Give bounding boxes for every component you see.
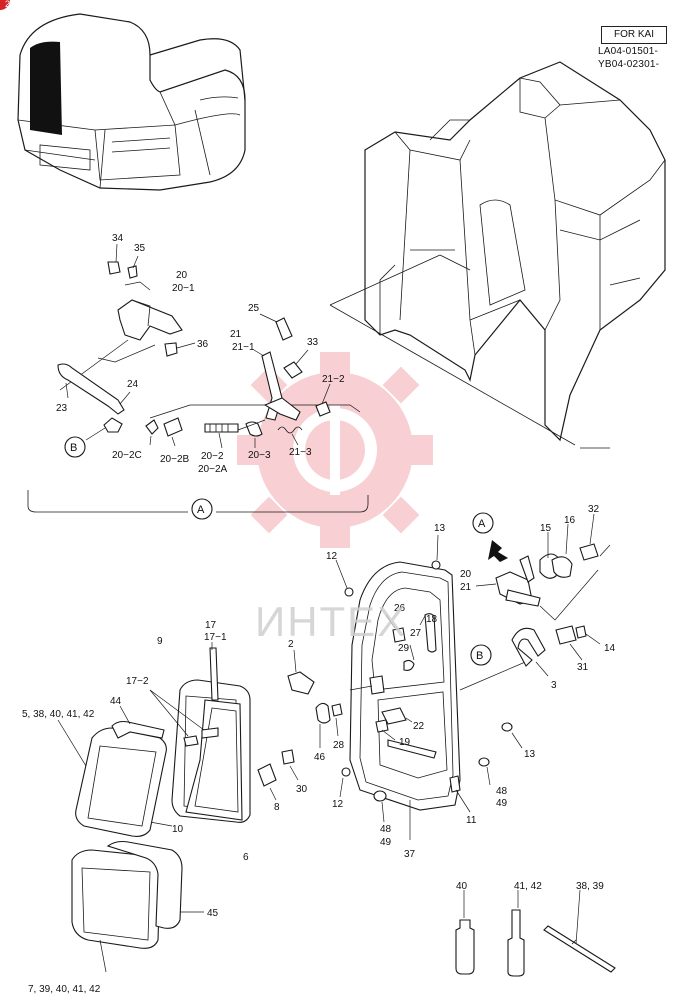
callout-21-right: 21 <box>460 582 472 593</box>
door-latch <box>475 513 611 621</box>
callout-24: 24 <box>127 379 139 390</box>
callout-41-42: 41, 42 <box>514 881 542 892</box>
callout-21-2: 21−2 <box>322 374 345 385</box>
callout-25: 25 <box>248 303 260 314</box>
callout-26: 26 <box>394 603 406 614</box>
callout-44: 44 <box>110 696 122 707</box>
callout-8: 8 <box>274 802 280 813</box>
callout-22: 22 <box>413 721 425 732</box>
callout-10: 10 <box>172 824 184 835</box>
callout-6: 6 <box>243 852 249 863</box>
reference-mark-a-right <box>472 512 494 534</box>
callout-18: 18 <box>426 614 438 625</box>
window-parts <box>57 642 251 973</box>
callout-5-group: 5, 38, 40, 41, 42 <box>22 709 95 720</box>
callout-49-bottom: 49 <box>380 837 392 848</box>
reference-label-b-right: B <box>476 650 483 662</box>
reference-label-b-left: B <box>70 442 77 454</box>
reference-label-a-top: A <box>197 504 205 516</box>
callout-16: 16 <box>564 515 576 526</box>
callout-17-2: 17−2 <box>126 676 149 687</box>
callout-labels: 34 35 20 20−1 36 23 24 B 20−2C 20−2B 20−… <box>22 233 616 995</box>
callout-48-bottom: 48 <box>380 824 392 835</box>
serial-range-2: YB04-02301- <box>598 59 660 70</box>
callout-20-2c: 20−2C <box>112 450 142 461</box>
callout-13-top: 13 <box>434 523 446 534</box>
callout-36: 36 <box>197 339 209 350</box>
callout-46: 46 <box>314 752 326 763</box>
callout-49-right: 49 <box>496 798 508 809</box>
callout-2: 2 <box>288 639 294 650</box>
callout-20: 20 <box>176 270 188 281</box>
reference-label-a-right: A <box>478 518 486 530</box>
callout-20-2: 20−2 <box>201 451 224 462</box>
callout-20-1: 20−1 <box>172 283 195 294</box>
callout-45: 45 <box>207 908 219 919</box>
callout-30: 30 <box>296 784 308 795</box>
callout-12-bottom: 12 <box>332 799 344 810</box>
callout-23: 23 <box>56 403 68 414</box>
page-badge: 2 <box>0 0 10 10</box>
door-handle <box>511 625 601 677</box>
callout-20-2a: 20−2A <box>198 464 228 475</box>
callout-7-group: 7, 39, 40, 41, 42 <box>28 984 101 995</box>
callout-20-right: 20 <box>460 569 472 580</box>
callout-3: 3 <box>551 680 557 691</box>
callout-33: 33 <box>307 337 319 348</box>
serial-range-1: LA04-01501- <box>598 46 659 57</box>
callout-31: 31 <box>577 662 589 673</box>
watermark-text: ИНТЕХ <box>255 598 408 645</box>
callout-32: 32 <box>588 504 600 515</box>
cab-frame <box>329 61 666 449</box>
callout-17-1: 17−1 <box>204 632 227 643</box>
consumables <box>455 889 616 977</box>
lock-assembly <box>57 243 361 449</box>
door-assembly <box>335 534 531 840</box>
reference-mark-b-left <box>64 436 86 458</box>
callout-20-3: 20−3 <box>248 450 271 461</box>
callout-9: 9 <box>157 636 163 647</box>
callout-29: 29 <box>398 643 410 654</box>
callout-37: 37 <box>404 849 416 860</box>
lever-assembly <box>237 313 331 448</box>
reference-mark-a-top <box>191 498 213 520</box>
callout-11: 11 <box>466 815 477 826</box>
callout-48-right: 48 <box>496 786 508 797</box>
callout-20-2b: 20−2B <box>160 454 190 465</box>
section-a-bracket <box>27 490 369 513</box>
reference-mark-b-right <box>470 644 492 666</box>
callout-28: 28 <box>333 740 345 751</box>
callout-13-right: 13 <box>524 749 536 760</box>
callout-17: 17 <box>205 620 217 631</box>
callout-34: 34 <box>112 233 124 244</box>
callout-12-top: 12 <box>326 551 338 562</box>
callout-40: 40 <box>456 881 468 892</box>
callout-35: 35 <box>134 243 146 254</box>
callout-27: 27 <box>410 628 422 639</box>
model-label: FOR KAI <box>601 26 667 44</box>
callout-19: 19 <box>399 737 411 748</box>
callout-14: 14 <box>604 643 616 654</box>
hinge-parts <box>257 649 343 801</box>
callout-38-39: 38, 39 <box>576 881 604 892</box>
callout-21: 21 <box>230 329 242 340</box>
callout-21-3: 21−3 <box>289 447 312 458</box>
callout-15: 15 <box>540 523 552 534</box>
callout-21-1: 21−1 <box>232 342 255 353</box>
machine-thumbnail <box>17 13 246 191</box>
